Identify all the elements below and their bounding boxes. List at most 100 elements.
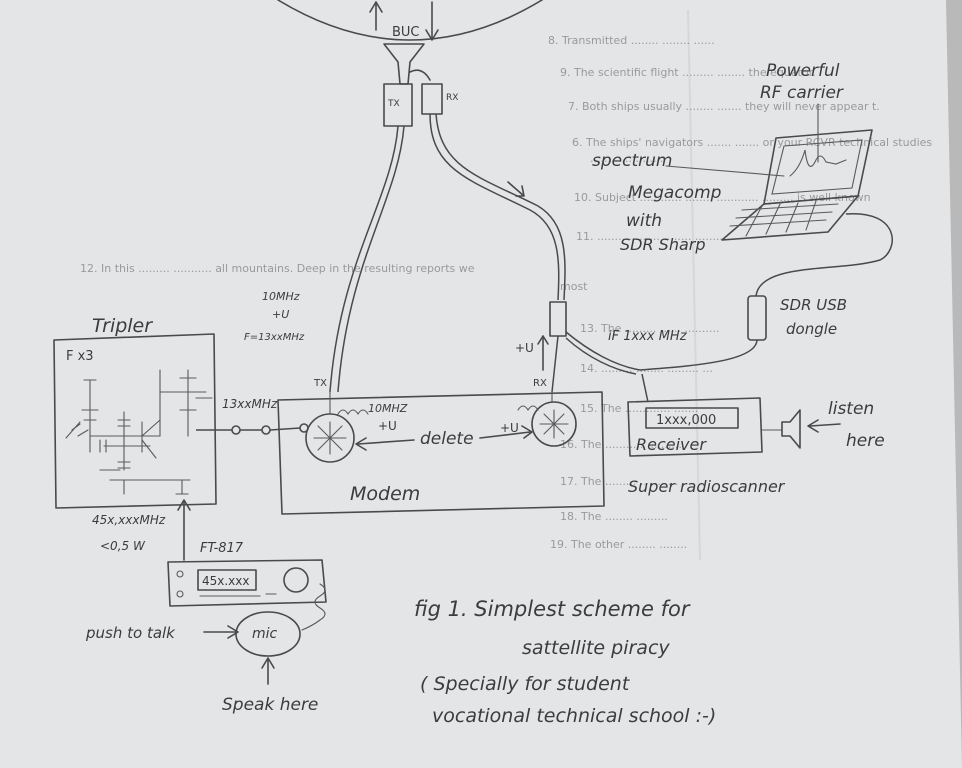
arrow-right-icon (479, 425, 533, 439)
bg-line: 7. Both ships usually ........ ....... t… (568, 100, 880, 113)
arrow-up-icon (177, 499, 191, 561)
bg-line: 13. The ......... ...... .......... (580, 322, 719, 335)
mic-label: mic (252, 626, 278, 642)
arrow-head-icon (537, 335, 549, 345)
signal-arrow-icon (507, 181, 525, 197)
tx-cable (329, 125, 399, 393)
super-scanner-label: Super radioscanner (628, 477, 786, 496)
bg-line: 18. The ........ ......... (560, 510, 668, 523)
tx-freq-label-2: +U (272, 308, 289, 321)
modem-10mhz-label: 10MHZ (368, 402, 408, 415)
megacomp-label-2: with (626, 211, 662, 231)
bg-line: 16. The ........... .......... (560, 438, 682, 451)
modem-plus-u-left: +U (378, 419, 397, 433)
speak-here-label: Speak here (222, 695, 318, 715)
bg-line: ............ ........ (590, 152, 663, 165)
receiver-display-text: 1xxx,000 (656, 413, 716, 428)
inductor-icon (517, 405, 539, 412)
listen-label-1: listen (828, 399, 874, 419)
tripler-box (53, 333, 217, 509)
rx-module (531, 401, 577, 447)
ft-model-label: FT-817 (200, 541, 244, 556)
receiver-box (627, 397, 763, 457)
speaker-icon (781, 409, 801, 449)
receiver-display (645, 407, 739, 429)
receiver-feed (641, 373, 649, 403)
tripler-mult: F x3 (66, 349, 94, 364)
modem-plus-u-right: +U (500, 421, 519, 435)
arrow-right-icon (203, 625, 239, 639)
inductor-icon (337, 409, 369, 416)
if-cable (565, 331, 641, 371)
bg-line: 9. The scientific flight ......... .....… (560, 66, 816, 79)
receiver-label: Receiver (636, 435, 707, 454)
modem-box (277, 391, 605, 515)
tripler-circuit (65, 369, 213, 495)
ft817-display (197, 569, 257, 591)
ft-power-label: <0,5 W (100, 539, 146, 553)
bg-line: 8. Transmitted ........ ........ ...... (548, 34, 715, 47)
spectrum-label: spectrum (592, 151, 672, 171)
rx-box (421, 83, 443, 115)
modem-rx-label: RX (533, 378, 547, 389)
bg-line: 12. In this ......... ........... all mo… (80, 262, 475, 275)
sdr-usb-label-1: SDR USB (780, 296, 847, 314)
tx-freq-label-1: 10MHz (262, 290, 300, 303)
arrow-left-icon (807, 419, 841, 433)
powerful-label-1: Powerful (766, 61, 840, 81)
plus-u-rx-label: +U (515, 341, 534, 355)
ft817-display-text: 45x.xxx (202, 574, 250, 588)
ft-freq-label: 45x,xxxMHz (92, 513, 166, 527)
rx-cable-2 (435, 113, 566, 301)
dongle-cable (639, 339, 758, 371)
rx-feed (551, 335, 559, 393)
modem-tx-label: TX (313, 378, 327, 389)
sdr-usb-label-2: dongle (786, 320, 837, 338)
listen-label-2: here (846, 431, 885, 451)
caption-line-4: vocational technical school :-) (432, 705, 716, 727)
megacomp-label-1: Megacomp (628, 183, 722, 203)
paper-fold (687, 9, 701, 561)
tripler-out-label: 13xxMHz (222, 397, 278, 411)
caption-line-1: fig 1. Simplest scheme for (414, 597, 691, 621)
tx-cable-2 (337, 125, 405, 393)
ft817-body (167, 559, 327, 607)
bg-line: 19. The other ........ ........ (550, 538, 687, 551)
bg-line: most (560, 280, 588, 293)
mic-cord (301, 583, 326, 631)
bg-line: 15. The ............. ....... (580, 402, 698, 415)
usb-cable (755, 213, 893, 297)
bg-line: 10. Subject ............ ........ ......… (574, 191, 871, 204)
caption-line-2: sattellite piracy (522, 637, 670, 659)
rx-link (409, 69, 431, 81)
bg-line: 11. ........ ......... ........ ........… (576, 230, 730, 243)
if-cable-2 (565, 337, 637, 375)
arrow-head-icon (369, 1, 383, 13)
bg-line: 14. ......... ........ ......... ... (580, 362, 713, 375)
rx-box-label: RX (446, 93, 458, 103)
if-label: iF 1xxx MHz (608, 329, 688, 344)
tx-box-label: TX (387, 99, 400, 109)
push-to-talk-label: push to talk (85, 624, 176, 642)
tx-freq-label-3: F=13xxMHz (244, 332, 305, 343)
pointer-line (665, 165, 785, 177)
laptop (721, 129, 873, 241)
ft817-knob (283, 567, 309, 593)
bg-line: 6. The ships' navigators ....... .......… (572, 136, 932, 149)
megacomp-label-3: SDR Sharp (620, 235, 706, 254)
delete-label: delete (420, 429, 474, 449)
caption-line-3: ( Specially for student (420, 673, 631, 695)
modem-label: Modem (350, 483, 420, 505)
arrow-up-icon (261, 657, 275, 685)
arrow-head-icon (425, 29, 439, 41)
dish-arc (277, 0, 543, 41)
buc-label: BUC (392, 25, 420, 40)
tripler-to-modem (196, 427, 301, 431)
bg-line: 17. The ......... .. ........ (560, 475, 678, 488)
arrow-left-icon (355, 437, 415, 451)
powerful-label-2: RF carrier (760, 83, 844, 103)
rx-cable (429, 113, 560, 301)
tripler-title: Tripler (92, 315, 153, 337)
